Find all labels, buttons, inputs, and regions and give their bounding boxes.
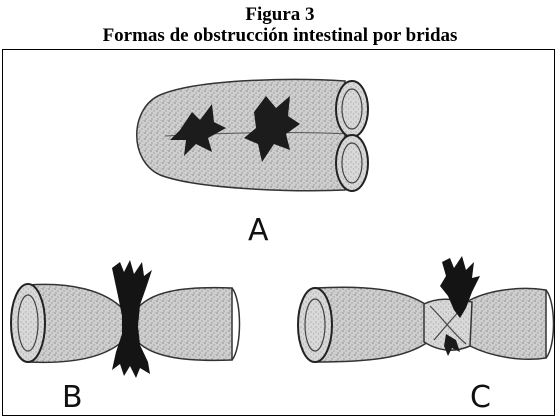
- label-a: A: [248, 213, 269, 248]
- drawing-c: [298, 256, 554, 362]
- drawing-b: [11, 260, 240, 378]
- label-c: C: [470, 380, 491, 415]
- drawing-a: [137, 79, 368, 191]
- label-b: B: [62, 380, 83, 415]
